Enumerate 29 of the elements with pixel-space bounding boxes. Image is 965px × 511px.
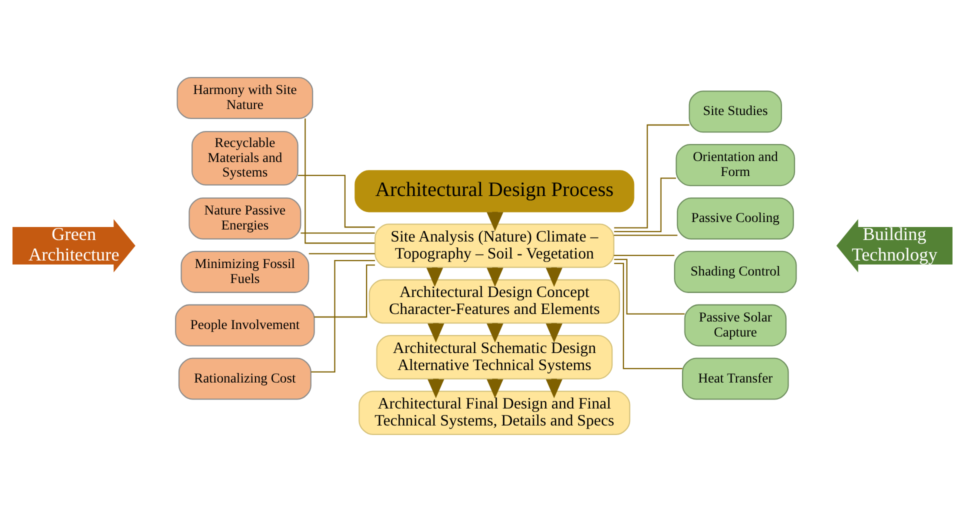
connector — [300, 232, 375, 234]
node-box: Architectural Design Concept Character-Features and Elements — [368, 278, 620, 324]
node-box: Orientation and Form — [676, 144, 796, 186]
node-box: Recyclable Materials and Systems — [192, 130, 298, 186]
connector — [614, 262, 682, 369]
node-box: Architectural Final Design and Final Technical Systems, Details and Specs — [358, 390, 630, 435]
connector — [304, 118, 375, 244]
node-box: Passive Solar Capture — [684, 304, 787, 346]
node-box: Heat Transfer — [682, 357, 789, 400]
node-box: People Involvement — [175, 304, 315, 346]
node-box: Architectural Schematic Design Alternative Technical Systems — [376, 334, 613, 379]
node-box: Minimizing Fossil Fuels — [180, 250, 310, 292]
connector — [614, 124, 690, 228]
connector — [314, 264, 375, 318]
node-box: Nature Passive Energies — [188, 196, 302, 240]
node-box: Architectural Design Process — [354, 170, 634, 212]
connector — [614, 234, 678, 236]
connector — [614, 258, 685, 314]
node-box: Passive Cooling — [676, 196, 794, 240]
node-box: Harmony with Site Nature — [176, 76, 314, 119]
node-box: Site Analysis (Nature) Climate – Topography – Soil - Vegetation — [374, 223, 614, 268]
node-box: Site Studies — [688, 90, 782, 132]
connector — [614, 254, 674, 256]
node-box: Rationalizing Cost — [178, 357, 312, 400]
connector — [614, 177, 676, 232]
connector — [308, 252, 375, 254]
connector — [311, 259, 376, 372]
connector — [298, 174, 375, 228]
node-box: Shading Control — [674, 250, 797, 292]
